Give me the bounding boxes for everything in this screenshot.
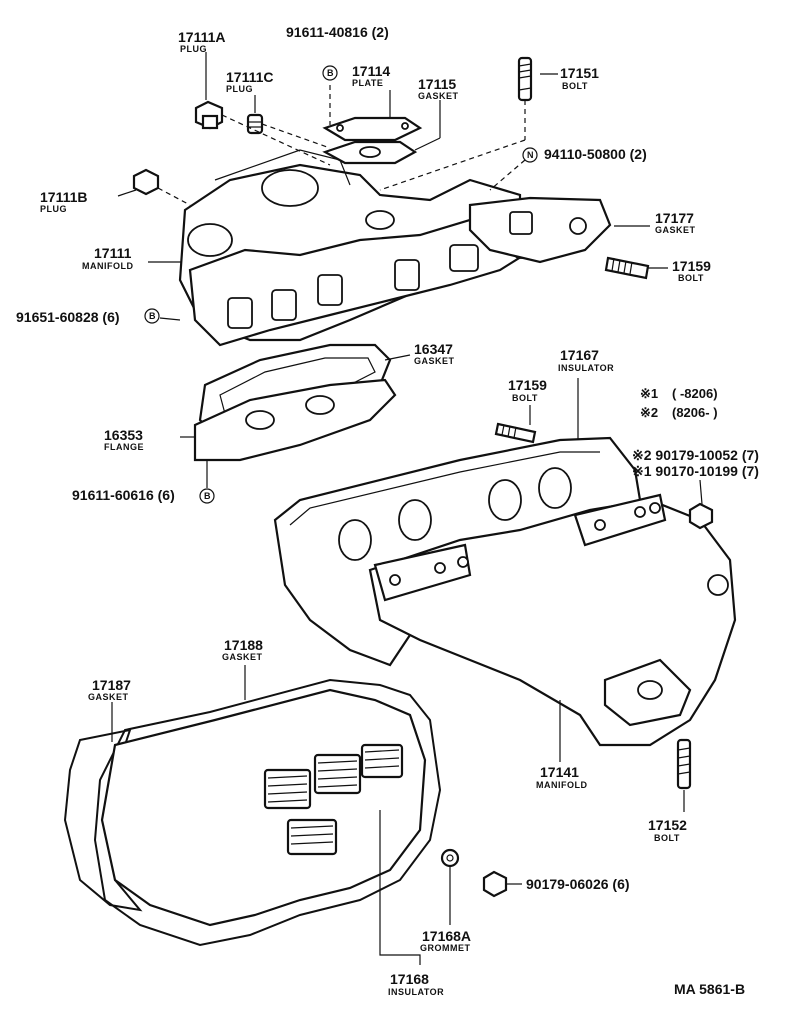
note-2-mark: ※2 [640, 405, 658, 420]
label-17111A-name: PLUG [180, 44, 207, 54]
label-17111B-number: 17111B [40, 189, 88, 205]
label-17159-upper-name: BOLT [678, 273, 704, 283]
label-17114-name: PLATE [352, 78, 383, 88]
svg-text:B: B [327, 68, 334, 78]
label-17151-name: BOLT [562, 81, 588, 91]
exhaust-manifold-17141-drawing [368, 493, 737, 747]
note-1-mark: ※1 [640, 386, 658, 401]
label-17168A-number: 17168A [422, 928, 471, 944]
label-17152-number: 17152 [648, 817, 687, 833]
label-90170-10199-number: ※1 90170-10199 (7) [632, 463, 759, 479]
note-1-range: ( -8206) [672, 386, 718, 401]
label-17111-name: MANIFOLD [82, 261, 134, 271]
grommet-17168A-drawing [440, 848, 460, 868]
label-17177-name: GASKET [655, 225, 696, 235]
bolt-90179-06026-drawing [482, 870, 508, 898]
label-17111C-number: 17111C [226, 69, 274, 85]
circle-marker-N: N [522, 147, 538, 163]
stud-17151-drawing [517, 56, 533, 102]
label-16347-name: GASKET [414, 356, 455, 366]
label-91611-40816-number: 91611-40816 (2) [286, 24, 389, 40]
plug-17111A-drawing [194, 100, 224, 130]
svg-text:B: B [149, 311, 156, 321]
diagram-code: MA 5861-B [674, 981, 745, 997]
circle-marker-B-1: B [322, 65, 338, 81]
stud-17152-drawing [676, 738, 692, 790]
intake-manifold-drawing [178, 149, 612, 347]
note-2-range: (8206- ) [672, 405, 718, 420]
label-17168A-name: GROMMET [420, 943, 471, 953]
label-16353-name: FLANGE [104, 442, 144, 452]
label-17152-name: BOLT [654, 833, 680, 843]
label-16353-number: 16353 [104, 427, 143, 443]
label-17187-number: 17187 [92, 677, 131, 693]
svg-text:N: N [527, 150, 534, 160]
label-17114-number: 17114 [352, 63, 390, 79]
nut-upper-drawing [688, 502, 714, 530]
label-17168-number: 17168 [390, 971, 429, 987]
plug-17111B-drawing [132, 168, 160, 196]
plate-and-gasket-drawing [322, 116, 423, 165]
label-17115-number: 17115 [418, 76, 456, 92]
label-17111B-name: PLUG [40, 204, 67, 214]
label-17168-name: INSULATOR [388, 987, 444, 997]
flange-and-gasket-drawing [193, 343, 397, 462]
label-17159-lower-number: 17159 [508, 377, 547, 393]
leader-lines [111, 52, 703, 965]
label-17188-number: 17188 [224, 637, 263, 653]
label-90179-06026-number: 90179-06026 (6) [526, 876, 630, 892]
label-17111-number: 17111 [94, 245, 132, 261]
label-17167-number: 17167 [560, 347, 599, 363]
label-17151-number: 17151 [560, 65, 599, 81]
label-17111A-number: 17111A [178, 29, 226, 45]
insulator-17168-drawing [100, 688, 427, 927]
label-17177-number: 17177 [655, 210, 694, 226]
label-90179-10052-number: ※2 90179-10052 (7) [632, 447, 759, 463]
label-91611-60616-number: 91611-60616 (6) [72, 487, 175, 503]
stud-17159-lower-drawing [494, 422, 537, 444]
label-17187-name: GASKET [88, 692, 129, 702]
label-17115-name: GASKET [418, 91, 459, 101]
circle-marker-B-3: B [199, 488, 215, 504]
label-17159-lower-name: BOLT [512, 393, 538, 403]
insulator-louvers [263, 743, 404, 856]
label-91651-60828-number: 91651-60828 (6) [16, 309, 120, 325]
circle-marker-B-2: B [144, 308, 160, 324]
label-17111C-name: PLUG [226, 84, 253, 94]
label-17159-upper-number: 17159 [672, 258, 711, 274]
label-94110-50800-number: 94110-50800 (2) [544, 146, 647, 162]
label-16347-number: 16347 [414, 341, 453, 357]
label-17167-name: INSULATOR [558, 363, 614, 373]
label-17141-number: 17141 [540, 764, 579, 780]
stud-17159-upper-drawing [604, 256, 650, 280]
label-17188-name: GASKET [222, 652, 263, 662]
svg-text:B: B [204, 491, 211, 501]
label-17141-name: MANIFOLD [536, 780, 588, 790]
